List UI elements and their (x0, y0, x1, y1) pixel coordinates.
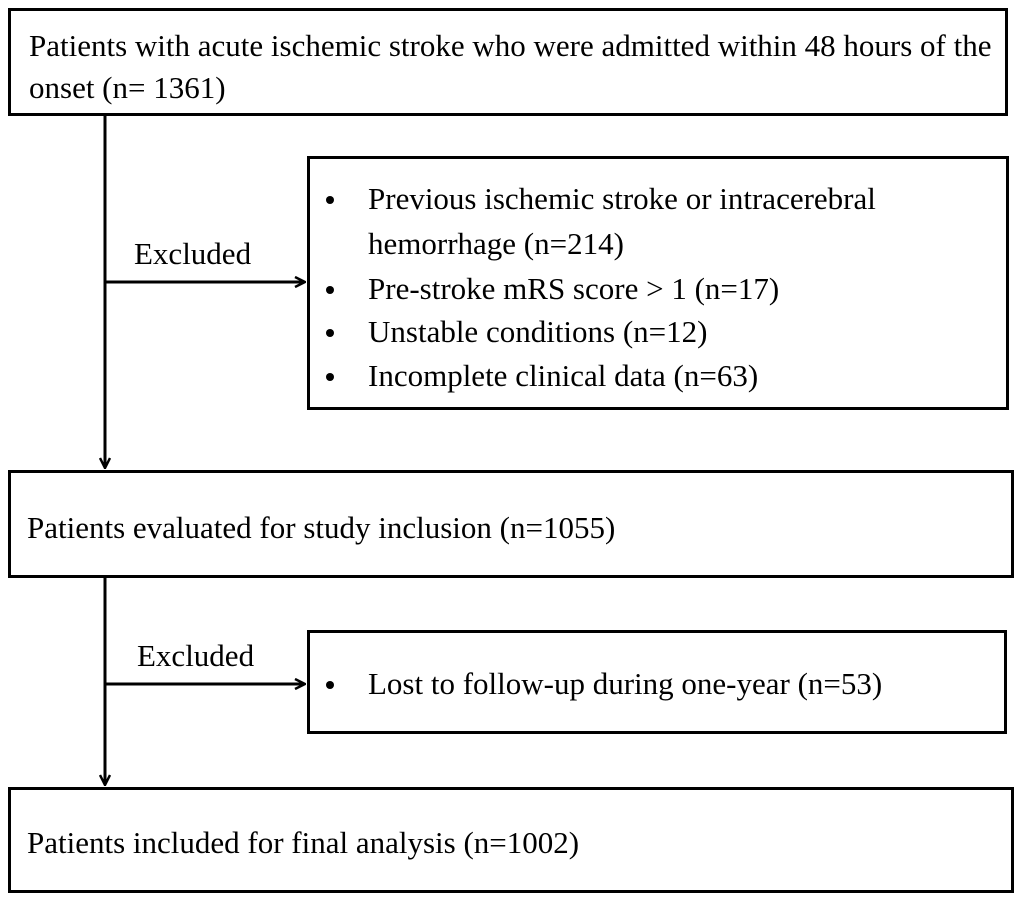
bullet-icon (326, 681, 334, 689)
bullet-icon (326, 373, 334, 381)
exclusion-box-1: Previous ischemic stroke or intracerebra… (307, 156, 1009, 410)
bullet-icon (326, 329, 334, 337)
final-box: Patients included for final analysis (n=… (8, 787, 1014, 893)
exclusion-item-text: Unstable conditions (n=12) (368, 314, 708, 349)
start-box: Patients with acute ischemic stroke who … (8, 8, 1008, 116)
evaluated-box: Patients evaluated for study inclusion (… (8, 470, 1014, 578)
excluded-label-1: Excluded (134, 236, 252, 271)
excluded-label-2: Excluded (137, 638, 255, 673)
exclusion-item-text: Incomplete clinical data (n=63) (368, 358, 759, 393)
bullet-icon (326, 286, 334, 294)
exclusion-item-text: hemorrhage (n=214) (368, 226, 624, 261)
evaluated-box-text: Patients evaluated for study inclusion (… (27, 510, 616, 545)
exclusion-item-text: Lost to follow-up during one-year (n=53) (368, 666, 883, 701)
exclusion-box-2: Lost to follow-up during one-year (n=53) (307, 630, 1007, 734)
bullet-icon (326, 196, 334, 204)
exclusion-item-text: Previous ischemic stroke or intracerebra… (368, 181, 876, 216)
exclusion-item-text: Pre-stroke mRS score > 1 (n=17) (368, 271, 780, 306)
start-box-text: Patients with acute ischemic stroke who … (29, 28, 992, 105)
final-box-text: Patients included for final analysis (n=… (27, 825, 580, 860)
